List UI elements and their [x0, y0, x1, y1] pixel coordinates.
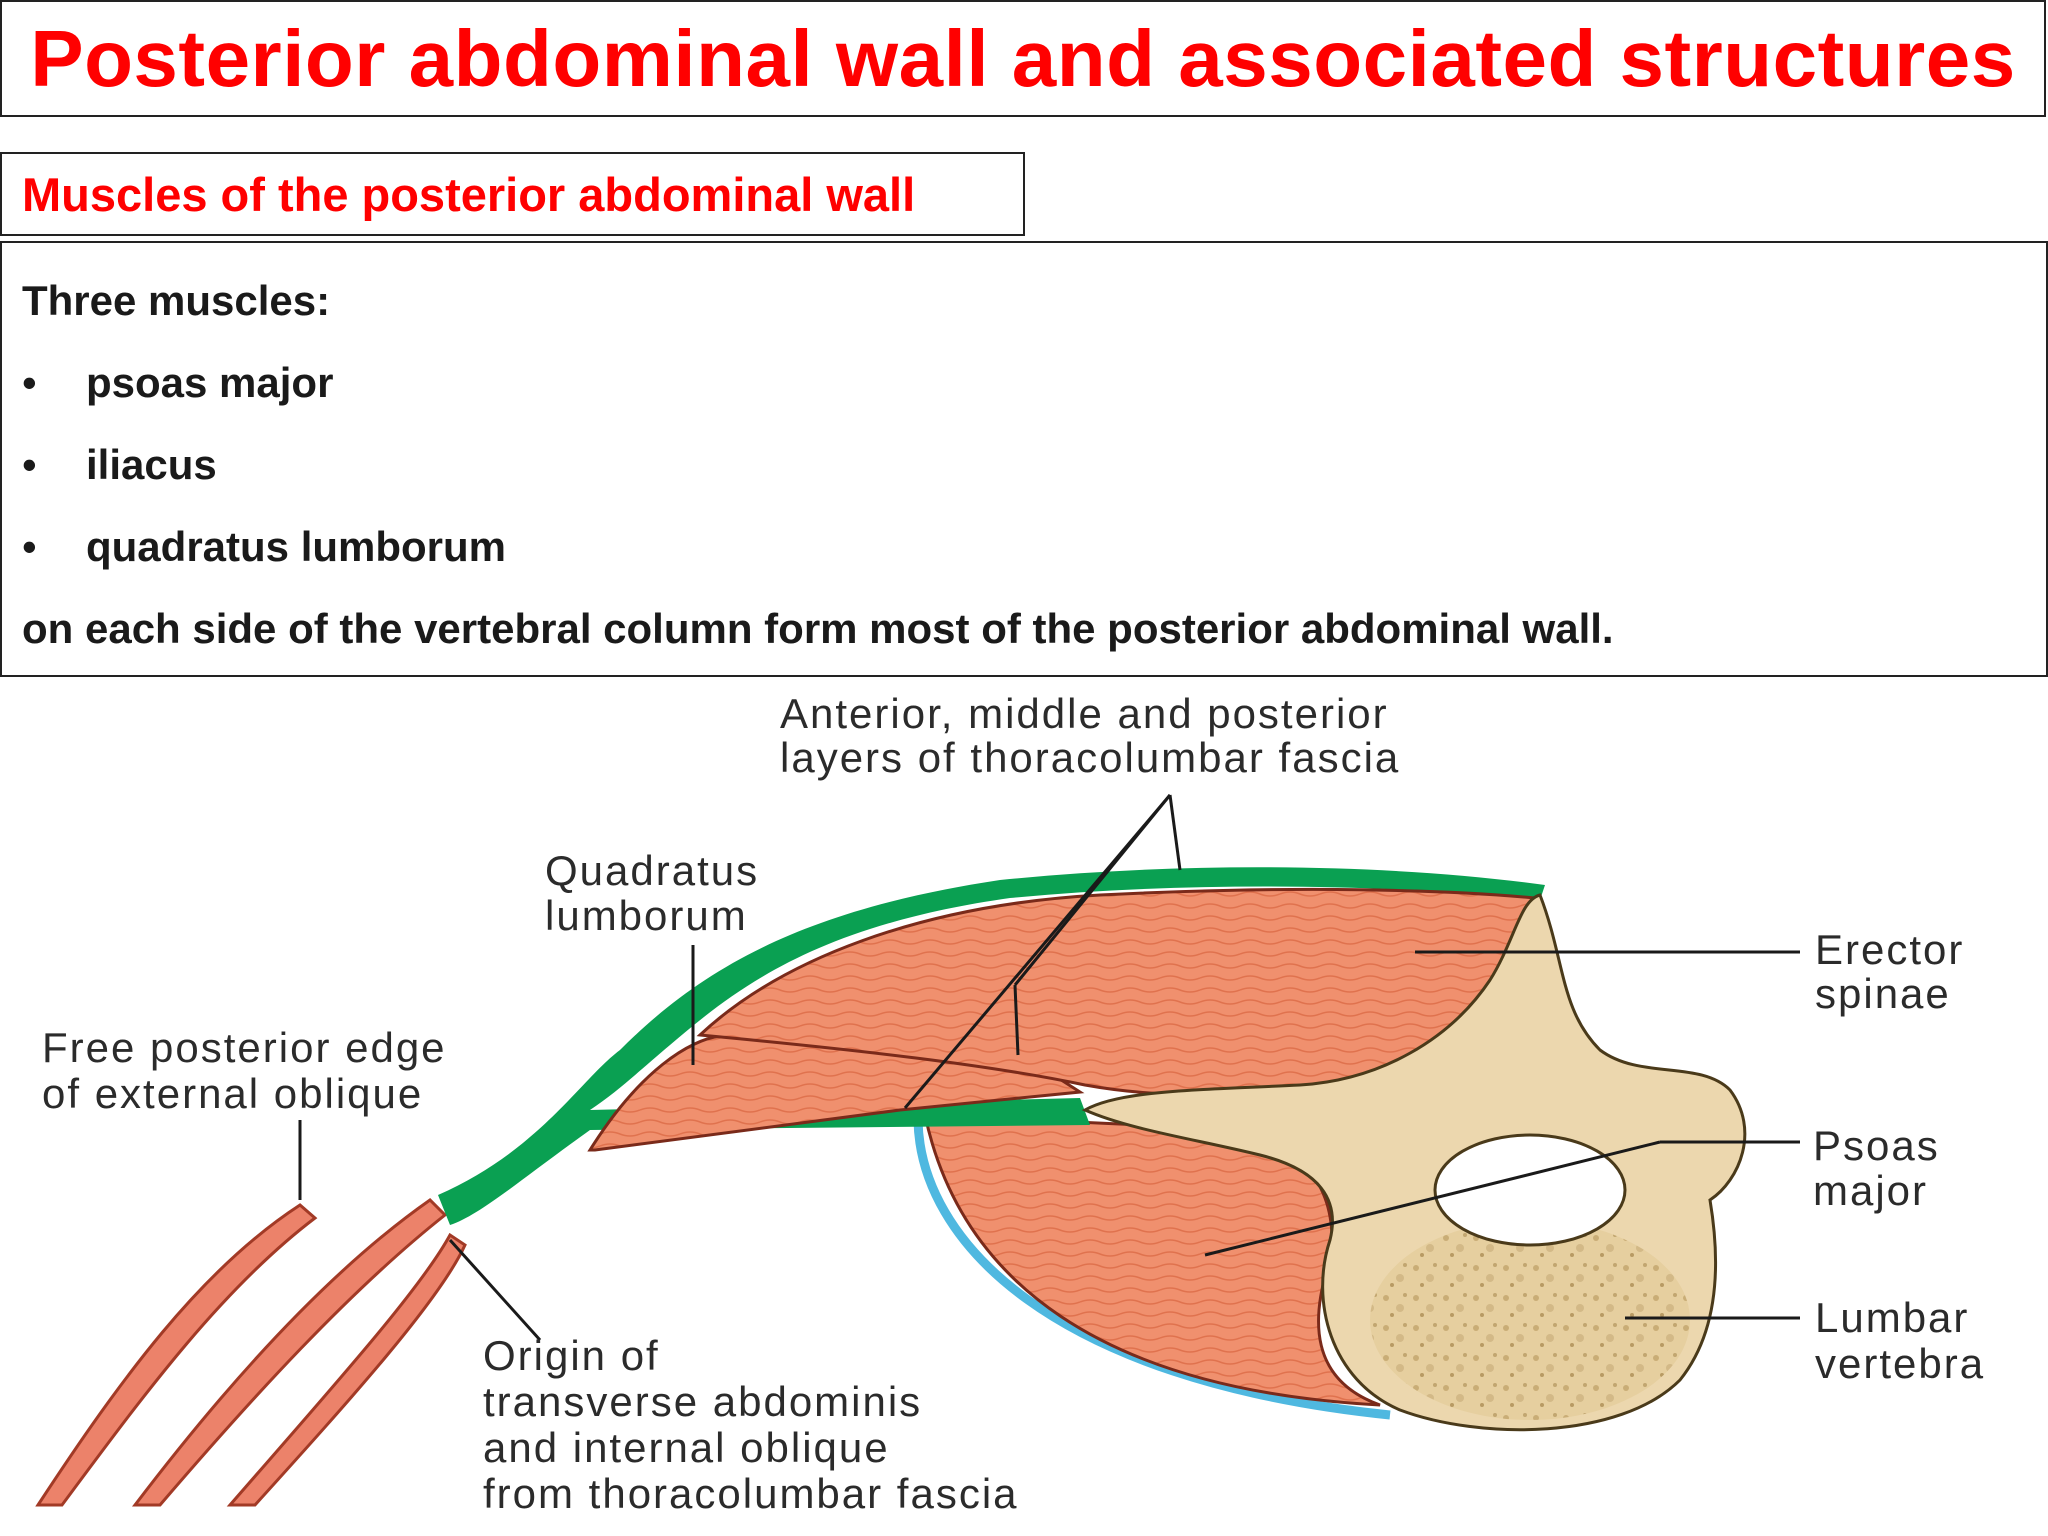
- conclusion-text: on each side of the vertebral column for…: [22, 605, 1614, 652]
- bullet-icon: •: [22, 441, 37, 488]
- lumbar-vertebra-label: vertebra: [1815, 1340, 1985, 1387]
- quadratus-lumborum-label: lumborum: [545, 892, 748, 939]
- content-box: Three muscles: • psoas major • iliacus •…: [0, 241, 2048, 677]
- list-item: • iliacus: [22, 437, 2026, 519]
- psoas-major-label: major: [1813, 1167, 1928, 1214]
- psoas-major-muscle: [923, 1113, 1381, 1407]
- bullet-icon: •: [22, 523, 37, 570]
- fascia-label: layers of thoracolumbar fascia: [780, 734, 1400, 781]
- bullet-icon: •: [22, 359, 37, 406]
- lumbar-vertebra-label: Lumbar: [1815, 1294, 1969, 1341]
- leader-lines: [298, 794, 1800, 1342]
- origin-label: and internal oblique: [483, 1424, 890, 1471]
- page-title: Posterior abdominal wall and associated …: [30, 13, 2016, 103]
- origin-label: from thoracolumbar fascia: [483, 1470, 1019, 1517]
- list-item-label: iliacus: [86, 441, 217, 488]
- section-heading: Muscles of the posterior abdominal wall: [22, 167, 916, 221]
- origin-label: transverse abdominis: [483, 1378, 922, 1425]
- list-item-label: quadratus lumborum: [86, 523, 507, 570]
- external-oblique-label: Free posterior edge: [42, 1024, 447, 1071]
- subtitle-box: Muscles of the posterior abdominal wall: [0, 152, 1025, 236]
- erector-spinae-label: Erector: [1815, 926, 1964, 973]
- erector-spinae-label: spinae: [1815, 970, 1951, 1017]
- psoas-fascia: [913, 1119, 1391, 1420]
- external-oblique-label: of external oblique: [42, 1070, 423, 1117]
- list-item: • psoas major: [22, 355, 2026, 437]
- list-item-label: psoas major: [86, 359, 334, 406]
- anatomy-diagram: Anterior, middle and posterior layers of…: [35, 690, 1985, 1517]
- origin-label: Origin of: [483, 1332, 660, 1379]
- quadratus-lumborum-label: Quadratus: [545, 847, 759, 894]
- lumbar-vertebra: [1081, 893, 1747, 1432]
- title-box: Posterior abdominal wall and associated …: [0, 0, 2046, 117]
- vertebral-body: [1370, 1220, 1690, 1420]
- list-item: • quadratus lumborum: [22, 519, 2026, 601]
- external-oblique-muscle: [35, 1198, 467, 1507]
- thoracolumbar-fascia: [438, 867, 1545, 1225]
- fascia-label: Anterior, middle and posterior: [780, 690, 1389, 737]
- intro-text: Three muscles:: [22, 277, 331, 324]
- psoas-major-label: Psoas: [1813, 1122, 1940, 1169]
